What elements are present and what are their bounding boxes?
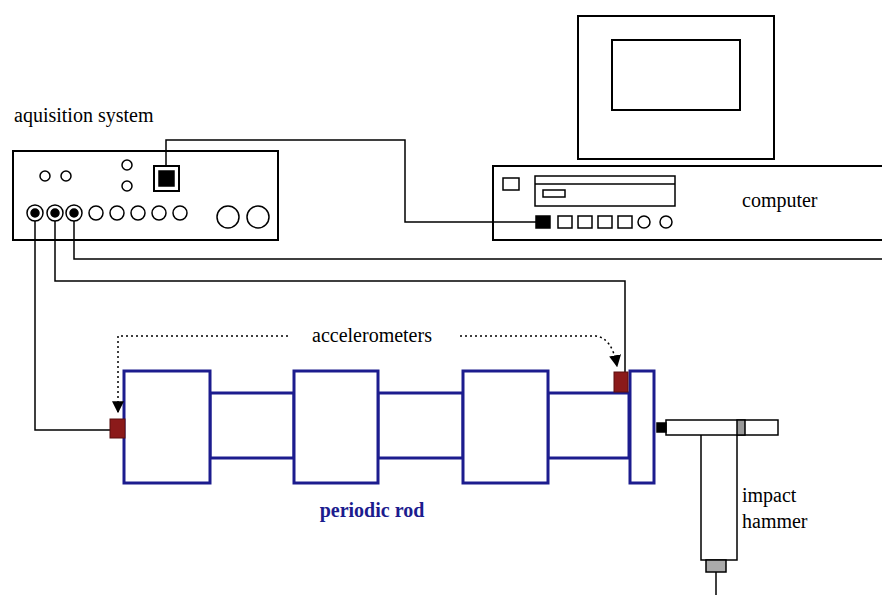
device-label: computer — [742, 189, 818, 212]
callout-label: accelerometers — [312, 322, 432, 348]
acquisition-panel — [27, 160, 269, 228]
leader-line — [118, 336, 617, 412]
part-label: periodic rod — [320, 497, 425, 523]
accelerometer — [110, 372, 628, 438]
periodic-rod — [124, 371, 654, 483]
impact-hammer — [657, 420, 778, 595]
part-label: impact hammer — [742, 482, 822, 534]
monitor — [578, 16, 774, 159]
computer-box: computer — [492, 165, 882, 241]
cable-ends — [166, 151, 536, 222]
cable — [166, 140, 492, 222]
acquisition-box: aquisition system — [12, 150, 279, 241]
device-label: aquisition system — [14, 104, 153, 127]
computer-front-panel — [503, 176, 675, 228]
